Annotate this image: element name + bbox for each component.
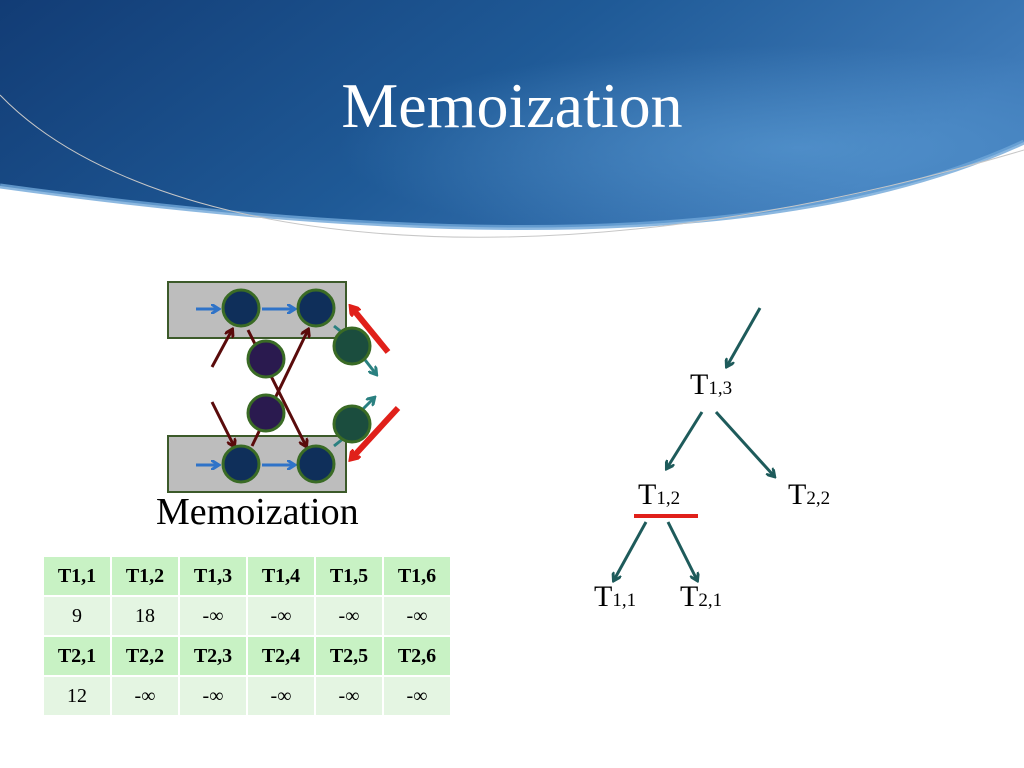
memo-table: T1,1 T1,2 T1,3 T1,4 T1,5 T1,6 9 18 -∞ -∞… [42, 555, 452, 717]
table-row: 9 18 -∞ -∞ -∞ -∞ [44, 597, 450, 635]
tree-node-t12: T1,2 [638, 478, 681, 511]
table-row: T1,1 T1,2 T1,3 T1,4 T1,5 T1,6 [44, 557, 450, 595]
table-cell: T2,5 [316, 637, 382, 675]
table-cell: T2,4 [248, 637, 314, 675]
table-row: T2,1 T2,2 T2,3 T2,4 T2,5 T2,6 [44, 637, 450, 675]
table-cell: T1,3 [180, 557, 246, 595]
tree-node-t22: T2,2 [788, 478, 831, 511]
illustration-caption: Memoization [156, 491, 359, 533]
recursion-tree-edges [614, 307, 774, 580]
table-row: 12 -∞ -∞ -∞ -∞ -∞ [44, 677, 450, 715]
slide-title: Memoization [341, 70, 683, 141]
table-cell: -∞ [316, 677, 382, 715]
tree-node-t13: T1,3 [690, 368, 733, 401]
table-cell: -∞ [316, 597, 382, 635]
table-cell: T2,1 [44, 637, 110, 675]
table-cell: T2,3 [180, 637, 246, 675]
table-cell: T1,5 [316, 557, 382, 595]
table-cell: T1,2 [112, 557, 178, 595]
table-cell: T1,1 [44, 557, 110, 595]
table-cell: -∞ [180, 597, 246, 635]
table-cell: 18 [112, 597, 178, 635]
table-cell: -∞ [180, 677, 246, 715]
memoization-illustration [167, 281, 401, 493]
table-cell: T2,2 [112, 637, 178, 675]
table-cell: T1,6 [384, 557, 450, 595]
table-cell: 12 [44, 677, 110, 715]
table-cell: -∞ [384, 677, 450, 715]
tree-node-t21: T2,1 [680, 580, 723, 613]
table-cell: -∞ [248, 597, 314, 635]
table-cell: 9 [44, 597, 110, 635]
table-cell: T2,6 [384, 637, 450, 675]
table-cell: -∞ [384, 597, 450, 635]
table-cell: -∞ [248, 677, 314, 715]
table-cell: -∞ [112, 677, 178, 715]
tree-node-t11: T1,1 [594, 580, 637, 613]
table-cell: T1,4 [248, 557, 314, 595]
